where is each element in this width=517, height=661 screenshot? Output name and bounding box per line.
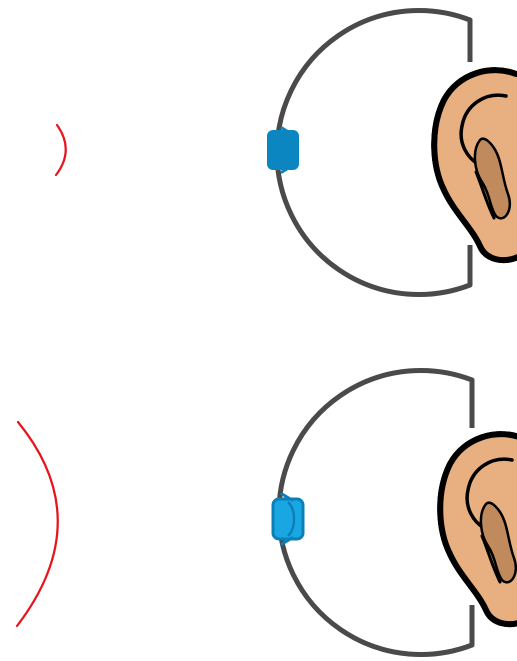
panel-top <box>56 10 517 294</box>
sound-wave-small <box>56 125 66 175</box>
sensor-bottom <box>273 494 303 544</box>
sound-wave-large <box>17 422 58 626</box>
ear-icon-bottom <box>440 434 517 624</box>
panel-bottom <box>17 371 517 655</box>
ear-icon-top <box>434 70 517 260</box>
sensor-top <box>267 128 299 172</box>
